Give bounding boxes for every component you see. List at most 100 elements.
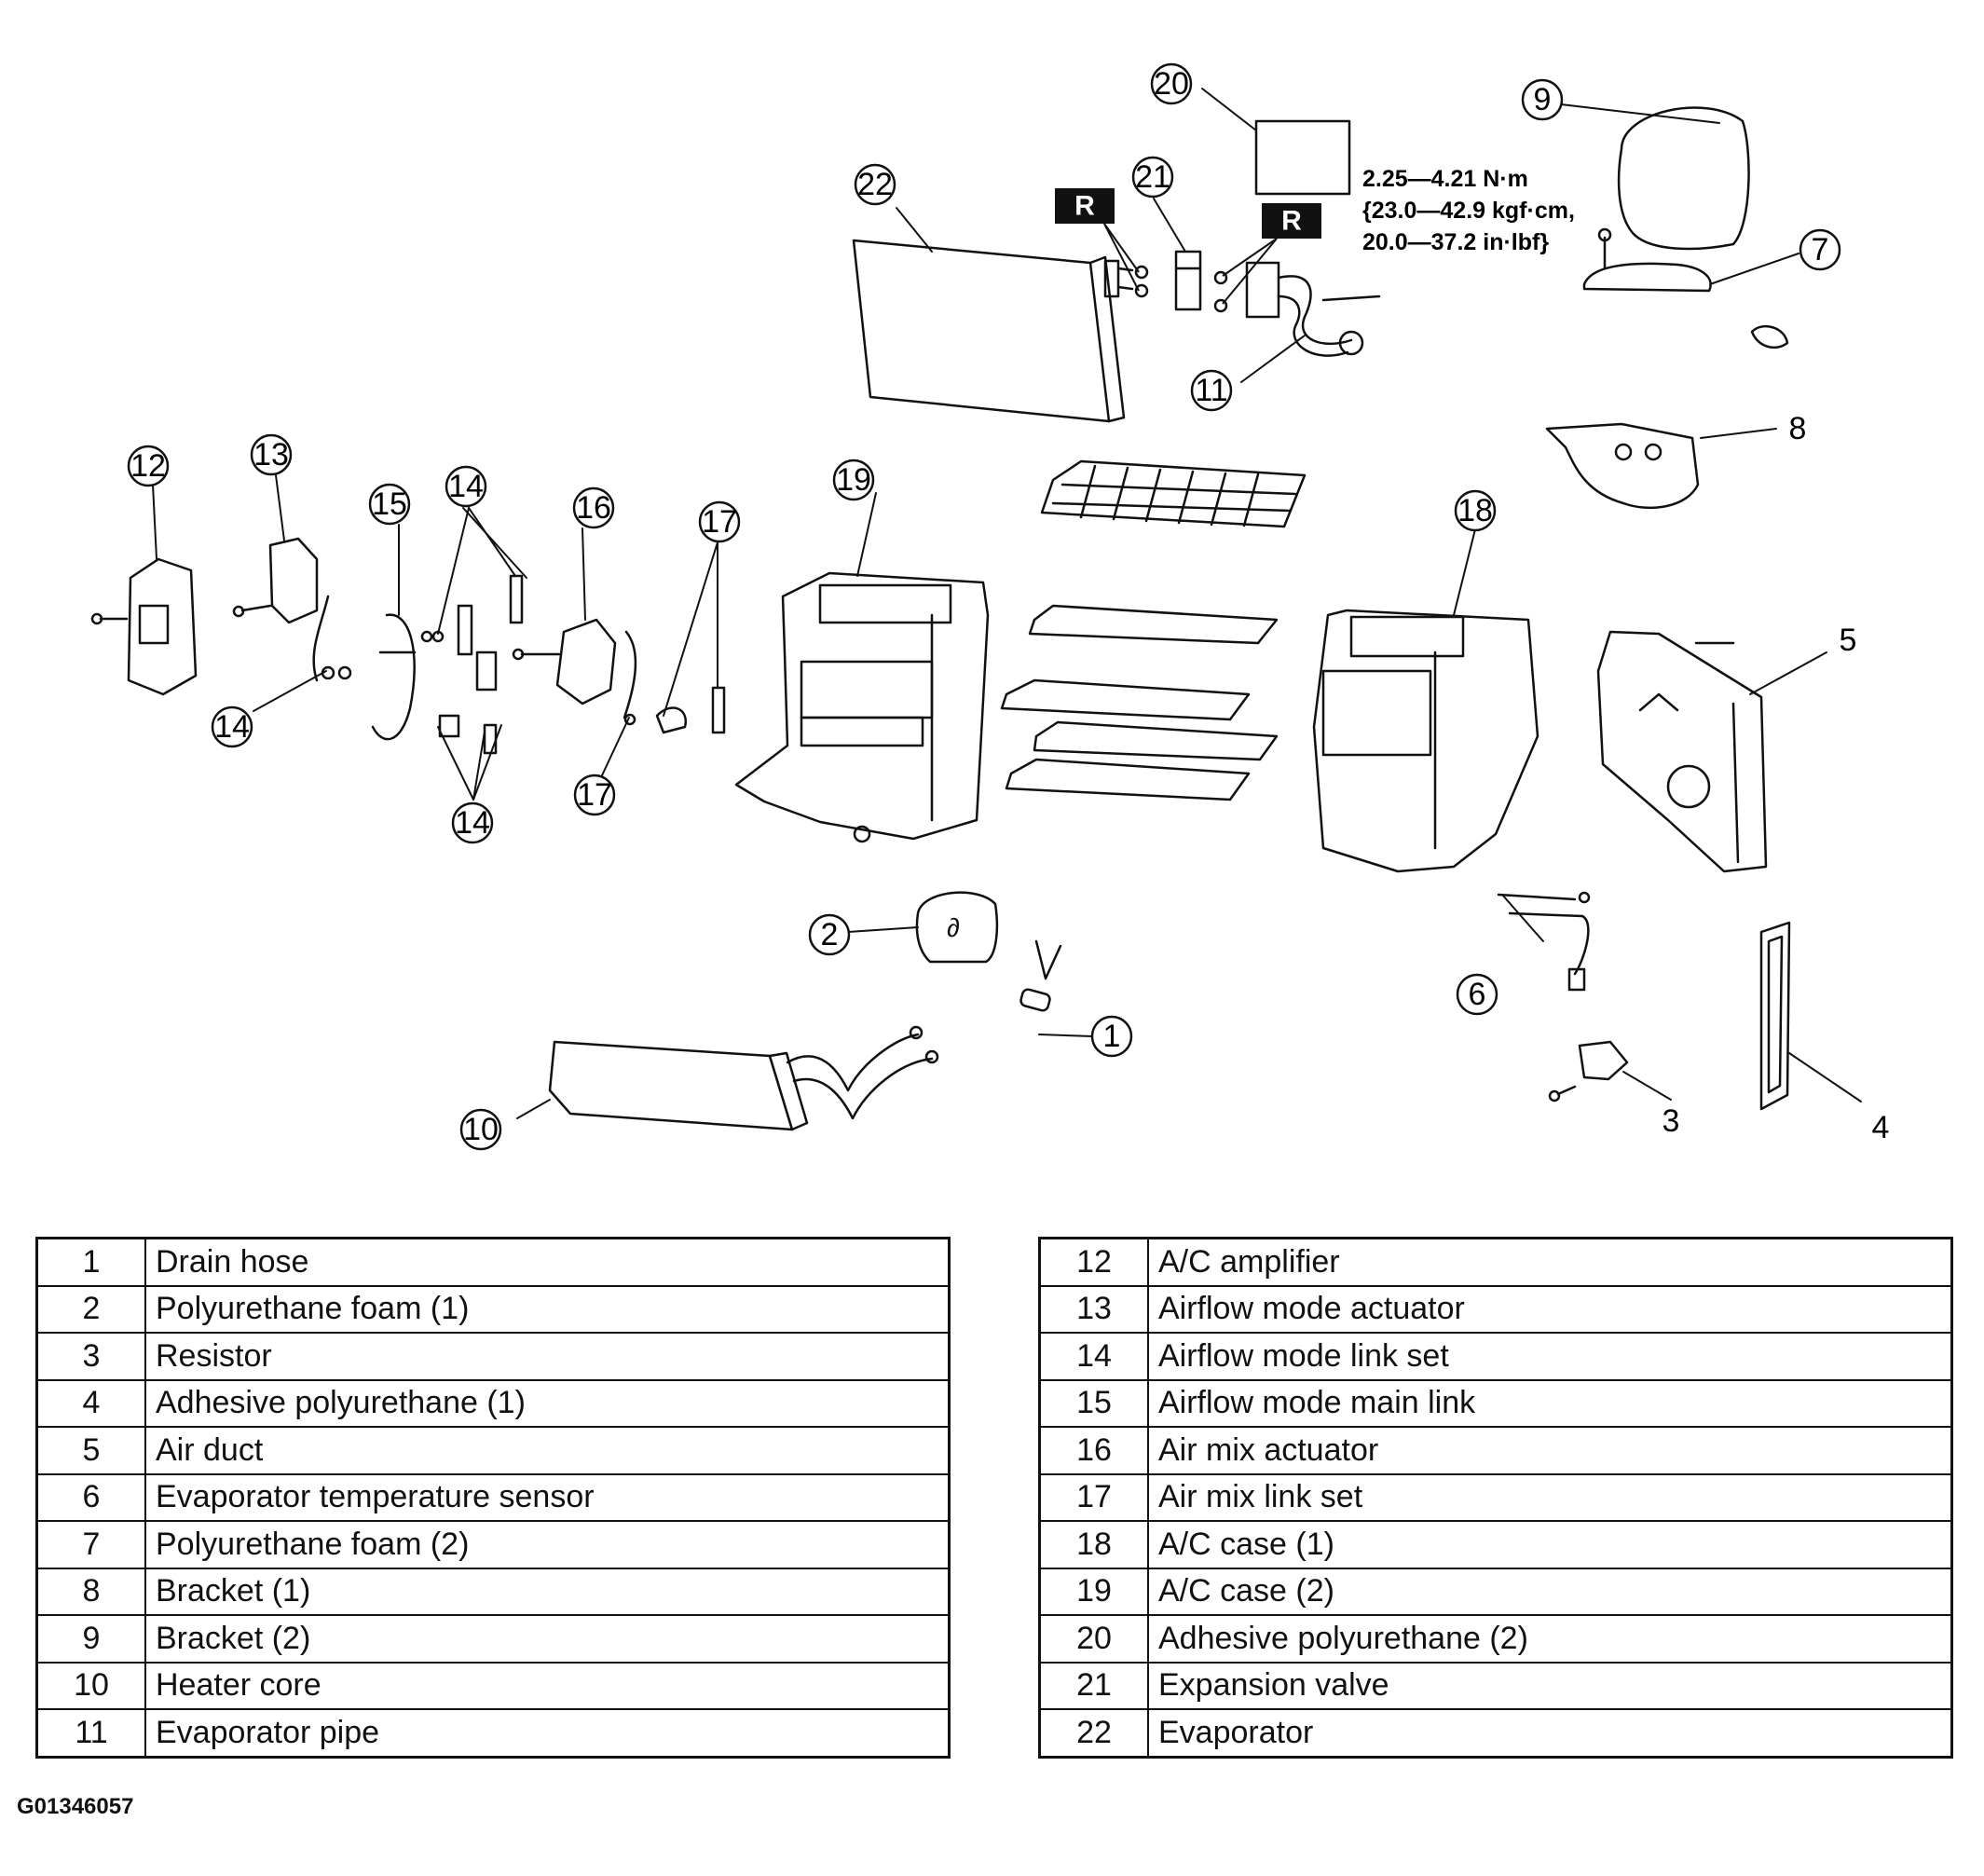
air-mix-actuator-part bbox=[512, 618, 617, 705]
replace-tag-left: R bbox=[1055, 188, 1140, 292]
bracket-2-part bbox=[1617, 106, 1750, 251]
legend-part-name: Evaporator pipe bbox=[144, 1708, 951, 1758]
legend-part-name: A/C amplifier bbox=[1147, 1237, 1953, 1287]
callout-14b: 14 bbox=[214, 709, 250, 745]
callout-2: 2 bbox=[821, 917, 839, 952]
legend-part-number: 15 bbox=[1038, 1378, 1149, 1428]
legend-part-name: A/C case (2) bbox=[1147, 1567, 1953, 1616]
legend-part-name: Heater core bbox=[144, 1661, 951, 1710]
svg-text:R: R bbox=[1281, 206, 1302, 237]
legend-part-number: 17 bbox=[1038, 1472, 1149, 1522]
legend-part-number: 3 bbox=[35, 1332, 146, 1381]
callout-15: 15 bbox=[372, 486, 407, 522]
adhesive-polyurethane-2-part bbox=[1254, 119, 1351, 196]
legend-part-number: 21 bbox=[1038, 1661, 1149, 1710]
torque-spec-line-1: 2.25—4.21 N·m bbox=[1362, 166, 1528, 192]
callout-circles bbox=[127, 62, 1900, 1151]
resistor-part bbox=[1548, 1040, 1629, 1102]
ac-case-2-part bbox=[734, 571, 990, 843]
airflow-mode-main-link-part bbox=[371, 613, 417, 741]
callout-16: 16 bbox=[576, 490, 611, 526]
legend-part-name: Airflow mode link set bbox=[1147, 1332, 1953, 1381]
legend-part-number: 2 bbox=[35, 1284, 146, 1334]
callout-18: 18 bbox=[1457, 493, 1493, 528]
legend-part-number: 18 bbox=[1038, 1520, 1149, 1569]
figure-id: G01346057 bbox=[17, 1794, 134, 1819]
heater-core-part bbox=[548, 1025, 939, 1131]
legend-part-number: 9 bbox=[35, 1614, 146, 1664]
legend-part-name: Bracket (1) bbox=[144, 1567, 951, 1616]
exploded-parts-diagram: ∂ bbox=[90, 62, 1900, 1151]
svg-text:∂: ∂ bbox=[947, 913, 960, 942]
torque-spec-line-2: {23.0—42.9 kgf·cm, bbox=[1362, 198, 1575, 224]
callout-5: 5 bbox=[1840, 623, 1857, 658]
svg-text:R: R bbox=[1074, 191, 1095, 222]
polyurethane-foam-2-part bbox=[1582, 262, 1712, 293]
callout-17a: 17 bbox=[702, 504, 737, 540]
legend-part-number: 13 bbox=[1038, 1284, 1149, 1334]
air-filter-part bbox=[1040, 459, 1307, 528]
airflow-mode-actuator-part bbox=[232, 537, 319, 624]
legend-part-name: Bracket (2) bbox=[144, 1614, 951, 1664]
legend-part-name: Polyurethane foam (2) bbox=[144, 1520, 951, 1569]
drain-hose-part bbox=[1019, 988, 1051, 1012]
legend-part-number: 12 bbox=[1038, 1237, 1149, 1287]
callout-17b: 17 bbox=[577, 777, 612, 813]
expansion-valve-part bbox=[1134, 250, 1228, 313]
legend-part-name: Evaporator bbox=[1147, 1708, 1953, 1758]
legend-part-number: 8 bbox=[35, 1567, 146, 1616]
legend-part-number: 14 bbox=[1038, 1332, 1149, 1381]
callout-3: 3 bbox=[1662, 1103, 1680, 1139]
legend-part-name: Resistor bbox=[144, 1332, 951, 1381]
airflow-mode-link-set-part bbox=[312, 574, 524, 755]
legend-part-name: Adhesive polyurethane (1) bbox=[144, 1378, 951, 1428]
callout-22: 22 bbox=[857, 167, 893, 202]
callout-4: 4 bbox=[1872, 1110, 1890, 1145]
callout-14c: 14 bbox=[455, 805, 490, 841]
torque-spec-line-3: 20.0—37.2 in·lbf} bbox=[1362, 229, 1549, 255]
callout-11: 11 bbox=[1195, 373, 1227, 408]
legend-part-number: 19 bbox=[1038, 1567, 1149, 1616]
legend-part-number: 5 bbox=[35, 1426, 146, 1475]
legend-part-name: Airflow mode main link bbox=[1147, 1378, 1953, 1428]
legend-part-name: Polyurethane foam (1) bbox=[144, 1284, 951, 1334]
callout-19: 19 bbox=[836, 462, 871, 498]
legend-part-name: Evaporator temperature sensor bbox=[144, 1472, 951, 1522]
legend-part-name: Air mix actuator bbox=[1147, 1426, 1953, 1475]
adhesive-polyurethane-1-part bbox=[1759, 921, 1791, 1111]
evaporator-pipe-part bbox=[1245, 261, 1381, 357]
legend-part-number: 6 bbox=[35, 1472, 146, 1522]
callout-12: 12 bbox=[130, 448, 166, 484]
bracket-1-part bbox=[1545, 324, 1789, 510]
leader-lines bbox=[152, 88, 1862, 1119]
callout-8: 8 bbox=[1789, 411, 1807, 446]
callout-21: 21 bbox=[1135, 159, 1170, 195]
legend-part-name: Air duct bbox=[144, 1426, 951, 1475]
legend-part-number: 7 bbox=[35, 1520, 146, 1569]
callout-1: 1 bbox=[1103, 1019, 1121, 1054]
ac-amplifier-part bbox=[90, 557, 198, 696]
legend-part-number: 4 bbox=[35, 1378, 146, 1428]
callout-13: 13 bbox=[253, 437, 289, 472]
replace-tag-right: R bbox=[1222, 203, 1321, 305]
